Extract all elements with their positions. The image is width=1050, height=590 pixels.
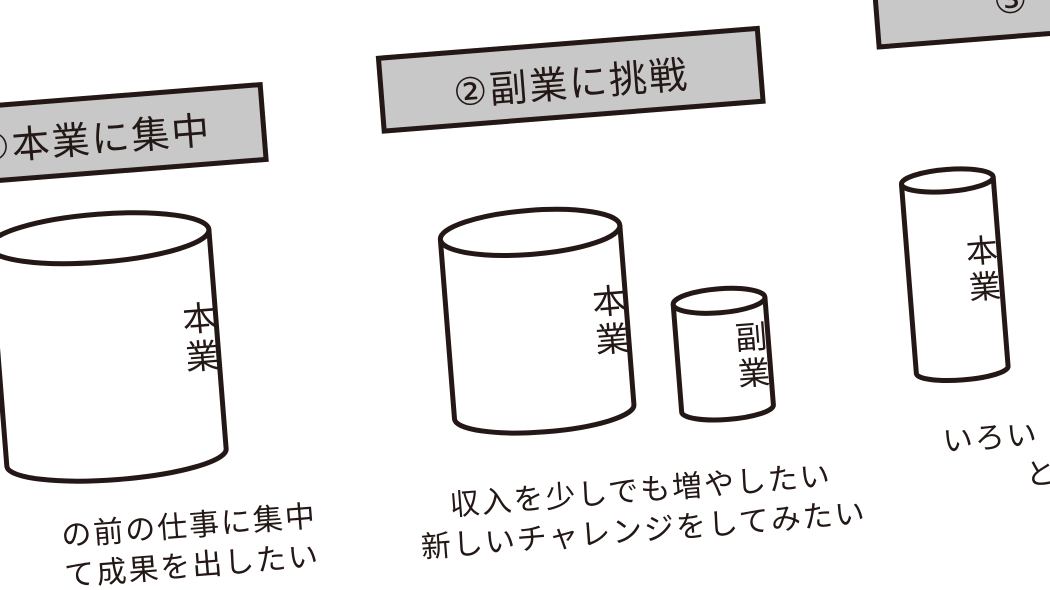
panel-2-cylinder-honbyo: 本業 — [433, 197, 641, 446]
panel-2-cylinder-label-honbyo: 本業 — [584, 282, 631, 362]
cylinder-shape-icon — [898, 166, 1011, 384]
panel-1-caption: の前の仕事に集中 て成果を出したい — [0, 497, 321, 590]
panel-3-title-box: ③ — [870, 0, 1050, 50]
panel-2: ②副業に挑戦 本業 副業 収入を少しでも増やしたい 新しいチャレンジをしてみたい — [0, 0, 1025, 566]
panel-3-title: ③ — [992, 0, 1031, 23]
panel-2-caption: 収入を少しでも増やしたい 新しいチャレンジをしてみたい — [400, 453, 885, 570]
cylinder-shape-icon — [670, 285, 776, 423]
panel-1-title-box: ①本業に集中 — [0, 81, 269, 190]
panel-1-cylinder-honbyo: 本業 — [0, 199, 233, 496]
panel-1-title: ①本業に集中 — [0, 107, 213, 171]
cylinder-shape-icon — [0, 210, 229, 484]
panel-2-cylinder-fukugyo: 副業 — [668, 281, 779, 428]
panel-2-cylinder-label-fukugyo: 副業 — [728, 319, 773, 394]
panel-3-cylinder-label: 本業 — [959, 232, 1004, 308]
panel-3-caption: いろい と — [941, 407, 1050, 502]
panel-3: ③ 本業 いろい と — [0, 0, 1050, 493]
panel-2-title: ②副業に挑戦 — [451, 52, 691, 115]
panel-2-title-box: ②副業に挑戦 — [375, 25, 766, 134]
cylinder-shape-icon — [437, 206, 637, 436]
panel-3-caption-line-1: いろい — [941, 417, 1040, 460]
panel-1: ①本業に集中 本業 の前の仕事に集中 て成果を出したい — [0, 0, 1025, 590]
panel-3-cylinder-honbyo: 本業 — [896, 163, 1013, 390]
